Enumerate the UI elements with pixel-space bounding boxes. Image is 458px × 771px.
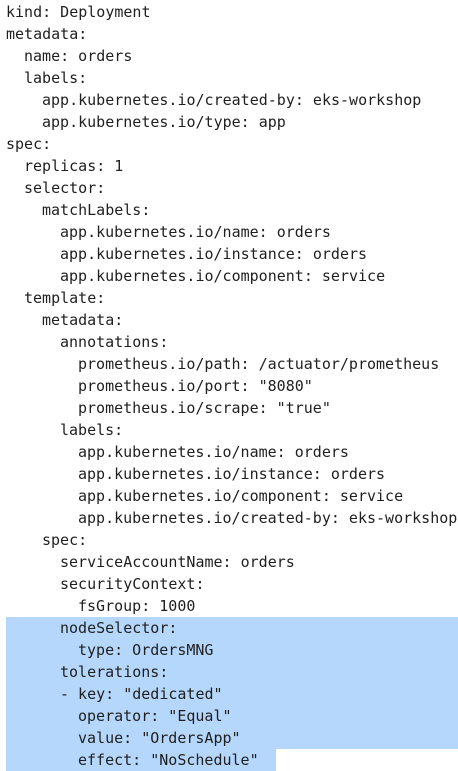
- code-line: metadata:: [0, 23, 458, 45]
- code-line: effect: "NoSchedule": [0, 749, 458, 771]
- code-line-text: spec:: [42, 531, 88, 549]
- code-line-text: app.kubernetes.io/type: app: [42, 113, 286, 131]
- code-line-text: matchLabels:: [42, 201, 151, 219]
- code-line-text: app.kubernetes.io/created-by: eks-worksh…: [78, 509, 458, 527]
- code-line-text: kind: Deployment: [6, 3, 151, 21]
- code-line-text: tolerations:: [60, 663, 169, 681]
- code-line-text: app.kubernetes.io/created-by: eks-worksh…: [42, 91, 422, 109]
- code-line: app.kubernetes.io/instance: orders: [0, 463, 458, 485]
- code-line-text: app.kubernetes.io/name: orders: [78, 443, 349, 461]
- code-line-text: - key: "dedicated": [60, 685, 223, 703]
- code-line-text: prometheus.io/path: /actuator/prometheus: [78, 355, 440, 373]
- code-line-text: operator: "Equal": [78, 707, 232, 725]
- code-line: app.kubernetes.io/component: service: [0, 485, 458, 507]
- code-line: app.kubernetes.io/created-by: eks-worksh…: [0, 89, 458, 111]
- code-line: type: OrdersMNG: [0, 639, 458, 661]
- code-line-text: template:: [24, 289, 106, 307]
- selection-highlight: [6, 749, 276, 771]
- code-line: app.kubernetes.io/component: service: [0, 265, 458, 287]
- code-line-text: effect: "NoSchedule": [78, 751, 259, 769]
- code-line-text: name: orders: [24, 47, 133, 65]
- code-line-text: app.kubernetes.io/component: service: [78, 487, 404, 505]
- code-line: prometheus.io/port: "8080": [0, 375, 458, 397]
- code-line: securityContext:: [0, 573, 458, 595]
- code-line-text: labels:: [24, 69, 88, 87]
- code-line: value: "OrdersApp": [0, 727, 458, 749]
- code-line: kind: Deployment: [0, 1, 458, 23]
- code-line-text: serviceAccountName: orders: [60, 553, 295, 571]
- code-line: app.kubernetes.io/created-by: eks-worksh…: [0, 507, 458, 529]
- code-line: operator: "Equal": [0, 705, 458, 727]
- code-line: tolerations:: [0, 661, 458, 683]
- selection-highlight: [6, 683, 458, 705]
- code-line: name: orders: [0, 45, 458, 67]
- code-line-text: prometheus.io/scrape: "true": [78, 399, 331, 417]
- code-line: annotations:: [0, 331, 458, 353]
- code-line-text: spec:: [6, 135, 52, 153]
- selection-highlight: [6, 639, 458, 661]
- code-line-text: labels:: [60, 421, 124, 439]
- code-line: labels:: [0, 67, 458, 89]
- code-line-text: metadata:: [6, 25, 88, 43]
- code-line: fsGroup: 1000: [0, 595, 458, 617]
- code-line-text: replicas: 1: [24, 157, 124, 175]
- code-line-text: app.kubernetes.io/component: service: [60, 267, 386, 285]
- code-line: matchLabels:: [0, 199, 458, 221]
- code-line-text: type: OrdersMNG: [78, 641, 214, 659]
- selection-highlight: [6, 705, 458, 727]
- selection-highlight: [6, 617, 458, 639]
- selection-highlight: [6, 661, 458, 683]
- code-line-text: metadata:: [42, 311, 124, 329]
- code-line-text: securityContext:: [60, 575, 205, 593]
- code-line: labels:: [0, 419, 458, 441]
- code-line: prometheus.io/path: /actuator/prometheus: [0, 353, 458, 375]
- code-line-text: app.kubernetes.io/instance: orders: [60, 245, 368, 263]
- code-line: nodeSelector:: [0, 617, 458, 639]
- code-line-text: value: "OrdersApp": [78, 729, 241, 747]
- code-line: app.kubernetes.io/name: orders: [0, 221, 458, 243]
- code-line: selector:: [0, 177, 458, 199]
- code-line: - key: "dedicated": [0, 683, 458, 705]
- selection-highlight: [6, 727, 458, 749]
- code-line: serviceAccountName: orders: [0, 551, 458, 573]
- code-line-text: prometheus.io/port: "8080": [78, 377, 313, 395]
- code-line: spec:: [0, 133, 458, 155]
- code-line: metadata:: [0, 309, 458, 331]
- code-line-text: app.kubernetes.io/instance: orders: [78, 465, 386, 483]
- code-line-text: fsGroup: 1000: [78, 597, 196, 615]
- code-line: app.kubernetes.io/instance: orders: [0, 243, 458, 265]
- code-line: template:: [0, 287, 458, 309]
- code-line-text: app.kubernetes.io/name: orders: [60, 223, 331, 241]
- code-line: prometheus.io/scrape: "true": [0, 397, 458, 419]
- code-line-text: nodeSelector:: [60, 619, 178, 637]
- code-line: replicas: 1: [0, 155, 458, 177]
- code-line-text: selector:: [24, 179, 106, 197]
- code-line: spec:: [0, 529, 458, 551]
- code-line: app.kubernetes.io/name: orders: [0, 441, 458, 463]
- code-line-text: annotations:: [60, 333, 169, 351]
- code-line: app.kubernetes.io/type: app: [0, 111, 458, 133]
